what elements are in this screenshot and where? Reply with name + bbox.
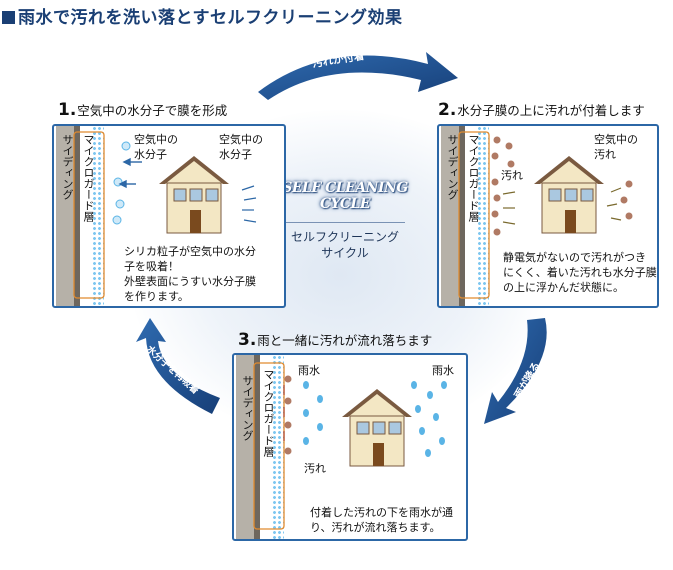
panel2-graphics (458, 131, 633, 299)
microguard-layer (477, 126, 489, 306)
panel3-rain-label-right: 雨水 (432, 364, 454, 377)
center-cycle-label: SELF CLEANING CYCLE セルフクリーニング サイクル (270, 180, 420, 261)
siding-inner (459, 126, 465, 306)
siding-label: サイディング (61, 134, 74, 200)
center-en-line1: SELF CLEANING (282, 180, 408, 196)
dirt-particle-icon (491, 136, 633, 236)
siding-inner (254, 355, 260, 539)
siding-label: サイディング (241, 375, 254, 441)
center-jp-line2: サイクル (321, 246, 369, 260)
panel2-description: 静電気がないので汚れがつきにくく、着いた汚れも水分子膜の上に浮かんだ状態に。 (503, 251, 657, 294)
panel-3: サイディング マイクロガード層 雨水 雨水 汚れ 付着した汚れの下を雨水が通り、… (232, 353, 468, 541)
panel1-graphics (73, 131, 257, 299)
raindrop-icon (303, 381, 447, 457)
panel3-heading: 3.雨と一緒に汚れが流れ落ちます (238, 330, 432, 350)
microguard-label: マイクロガード層 (262, 369, 275, 457)
center-jp-line1: セルフクリーニング (290, 230, 399, 244)
panel2-number: 2. (438, 100, 457, 120)
orange-bracket (458, 131, 490, 299)
microguard-label: マイクロガード層 (467, 134, 480, 222)
panel1-heading: 1.空気中の水分子で膜を形成 (58, 100, 227, 120)
panel1-description: シリカ粒子が空気中の水分子を吸着！ 外壁表面にうすい水分子膜を作ります。 (124, 245, 256, 303)
arrows-to-wall (118, 157, 142, 189)
arrow-left (136, 318, 220, 414)
siding-wall (441, 126, 459, 306)
house-icon (159, 156, 229, 234)
orange-bracket (73, 131, 105, 299)
page-title: 雨水で汚れを洗い落とすセルフクリーニング効果 (2, 3, 403, 28)
dirt-arrows (502, 187, 622, 225)
panel1-number: 1. (58, 100, 77, 120)
center-divider (285, 222, 405, 223)
siding-wall (56, 126, 74, 306)
page-title-text: 雨水で汚れを洗い落とすセルフクリーニング効果 (18, 8, 403, 28)
microguard-label: マイクロガード層 (82, 134, 95, 222)
title-square-icon (2, 11, 15, 24)
siding-wall (236, 355, 254, 539)
panel3-dirt-label: 汚れ (304, 462, 326, 475)
incoming-water-arrows (241, 185, 257, 223)
panel3-rain-label-left: 雨水 (298, 364, 320, 377)
panel2-air-dirt: 空気中の汚れ (594, 133, 638, 161)
panel2-heading: 2.水分子膜の上に汚れが付着します (438, 100, 645, 120)
panel1-water-b: 空気中の水分子 (219, 133, 263, 161)
siding-label: サイディング (446, 134, 459, 200)
house-icon (534, 156, 604, 234)
microguard-layer (272, 355, 284, 539)
panel2-heading-text: 水分子膜の上に汚れが付着します (457, 103, 645, 118)
orange-bracket (253, 362, 285, 530)
panel1-heading-text: 空気中の水分子で膜を形成 (77, 103, 228, 118)
panel3-description: 付着した汚れの下を雨水が通り、汚れが流れ落ちます。 (310, 506, 453, 534)
panel2-dirt-label: 汚れ (501, 169, 523, 182)
house-icon (342, 389, 412, 467)
panel-2: サイディング マイクロガード層 汚れ 空気中の汚れ 静電気がないので汚れがつきに… (437, 124, 659, 308)
arrow-top (258, 52, 458, 100)
panel3-heading-text: 雨と一緒に汚れが流れ落ちます (257, 333, 433, 348)
arrow-right (484, 318, 547, 424)
center-en-line2: CYCLE (319, 196, 371, 212)
panel-1: サイディング マイクロガード層 空気中の水分子 空気中の水分子 シリカ粒子が空気… (52, 124, 286, 308)
dirt-particle-icon (284, 375, 292, 455)
panel3-graphics (253, 362, 447, 530)
panel1-water-a: 空気中の水分子 (134, 133, 178, 161)
water-molecule-icon (112, 141, 131, 225)
microguard-layer (92, 126, 104, 306)
panel3-number: 3. (238, 330, 257, 350)
siding-inner (74, 126, 80, 306)
